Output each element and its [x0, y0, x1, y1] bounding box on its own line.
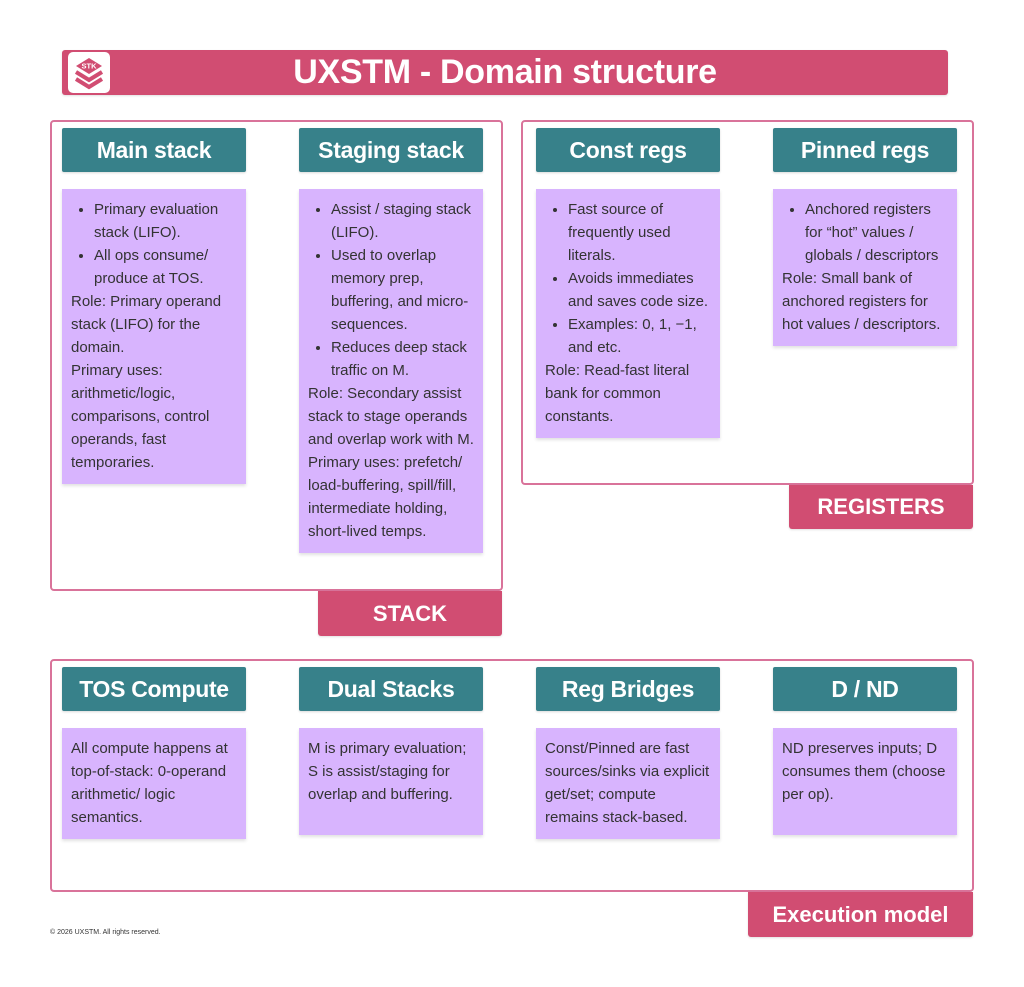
- d-nd-card: ND preserves inputs; D consumes them (ch…: [773, 728, 957, 835]
- dual-stacks-card: M is primary evaluation; S is assist/sta…: [299, 728, 483, 835]
- bullet-item: Anchored registers for “hot” values / gl…: [782, 198, 948, 267]
- registers-group-label: REGISTERS: [789, 485, 973, 529]
- const-regs-card: Fast source of frequently used literals.…: [536, 189, 720, 438]
- role-text: Role: Read-fast literal bank for common …: [545, 362, 690, 425]
- bullet-item: Used to overlap memory prep, buffering, …: [308, 244, 474, 336]
- bullet-item: Primary evaluation stack (LIFO).: [71, 198, 237, 244]
- main-stack-card: Primary evaluation stack (LIFO). All ops…: [62, 189, 246, 484]
- tos-compute-header: TOS Compute: [62, 667, 246, 711]
- pinned-regs-card: Anchored registers for “hot” values / gl…: [773, 189, 957, 346]
- stack-group-label: STACK: [318, 591, 502, 636]
- uses-text: Primary uses: arithmetic/logic, comparis…: [71, 362, 210, 471]
- logo-text: STK: [82, 61, 98, 70]
- reg-bridges-card: Const/Pinned are fast sources/sinks via …: [536, 728, 720, 839]
- copyright-text: © 2026 UXSTM. All rights reserved.: [50, 929, 161, 936]
- main-stack-bullets: Primary evaluation stack (LIFO). All ops…: [71, 198, 237, 290]
- role-text: Role: Primary operand stack (LIFO) for t…: [71, 293, 222, 356]
- const-regs-header: Const regs: [536, 128, 720, 172]
- bullet-item: Assist / staging stack (LIFO).: [308, 198, 474, 244]
- dual-stacks-header: Dual Stacks: [299, 667, 483, 711]
- description-text: All compute happens at top-of-stack: 0-o…: [71, 740, 228, 826]
- execution-model-group-label: Execution model: [748, 892, 973, 937]
- page-title: UXSTM - Domain structure: [293, 53, 717, 91]
- pinned-regs-bullets: Anchored registers for “hot” values / gl…: [782, 198, 948, 267]
- description-text: ND preserves inputs; D consumes them (ch…: [782, 740, 946, 803]
- reg-bridges-header: Reg Bridges: [536, 667, 720, 711]
- bullet-item: All ops consume/ produce at TOS.: [71, 244, 237, 290]
- title-bar: STK UXSTM - Domain structure: [62, 50, 948, 95]
- bullet-item: Reduces deep stack traffic on M.: [308, 336, 474, 382]
- staging-stack-card: Assist / staging stack (LIFO). Used to o…: [299, 189, 483, 553]
- bullet-item: Examples: 0, 1, −1, and etc.: [545, 313, 711, 359]
- logo: STK: [68, 52, 110, 93]
- stacked-layers-icon: STK: [74, 57, 104, 89]
- description-text: M is primary evaluation; S is assist/sta…: [308, 740, 467, 803]
- d-nd-header: D / ND: [773, 667, 957, 711]
- uses-text: Primary uses: prefetch/ load-buffering, …: [308, 454, 463, 540]
- staging-stack-bullets: Assist / staging stack (LIFO). Used to o…: [308, 198, 474, 382]
- description-text: Const/Pinned are fast sources/sinks via …: [545, 740, 710, 826]
- bullet-item: Avoids immediates and saves code size.: [545, 267, 711, 313]
- const-regs-bullets: Fast source of frequently used literals.…: [545, 198, 711, 359]
- role-text: Role: Secondary assist stack to stage op…: [308, 385, 474, 448]
- pinned-regs-header: Pinned regs: [773, 128, 957, 172]
- bullet-item: Fast source of frequently used literals.: [545, 198, 711, 267]
- tos-compute-card: All compute happens at top-of-stack: 0-o…: [62, 728, 246, 839]
- role-text: Role: Small bank of anchored registers f…: [782, 270, 941, 333]
- main-stack-header: Main stack: [62, 128, 246, 172]
- staging-stack-header: Staging stack: [299, 128, 483, 172]
